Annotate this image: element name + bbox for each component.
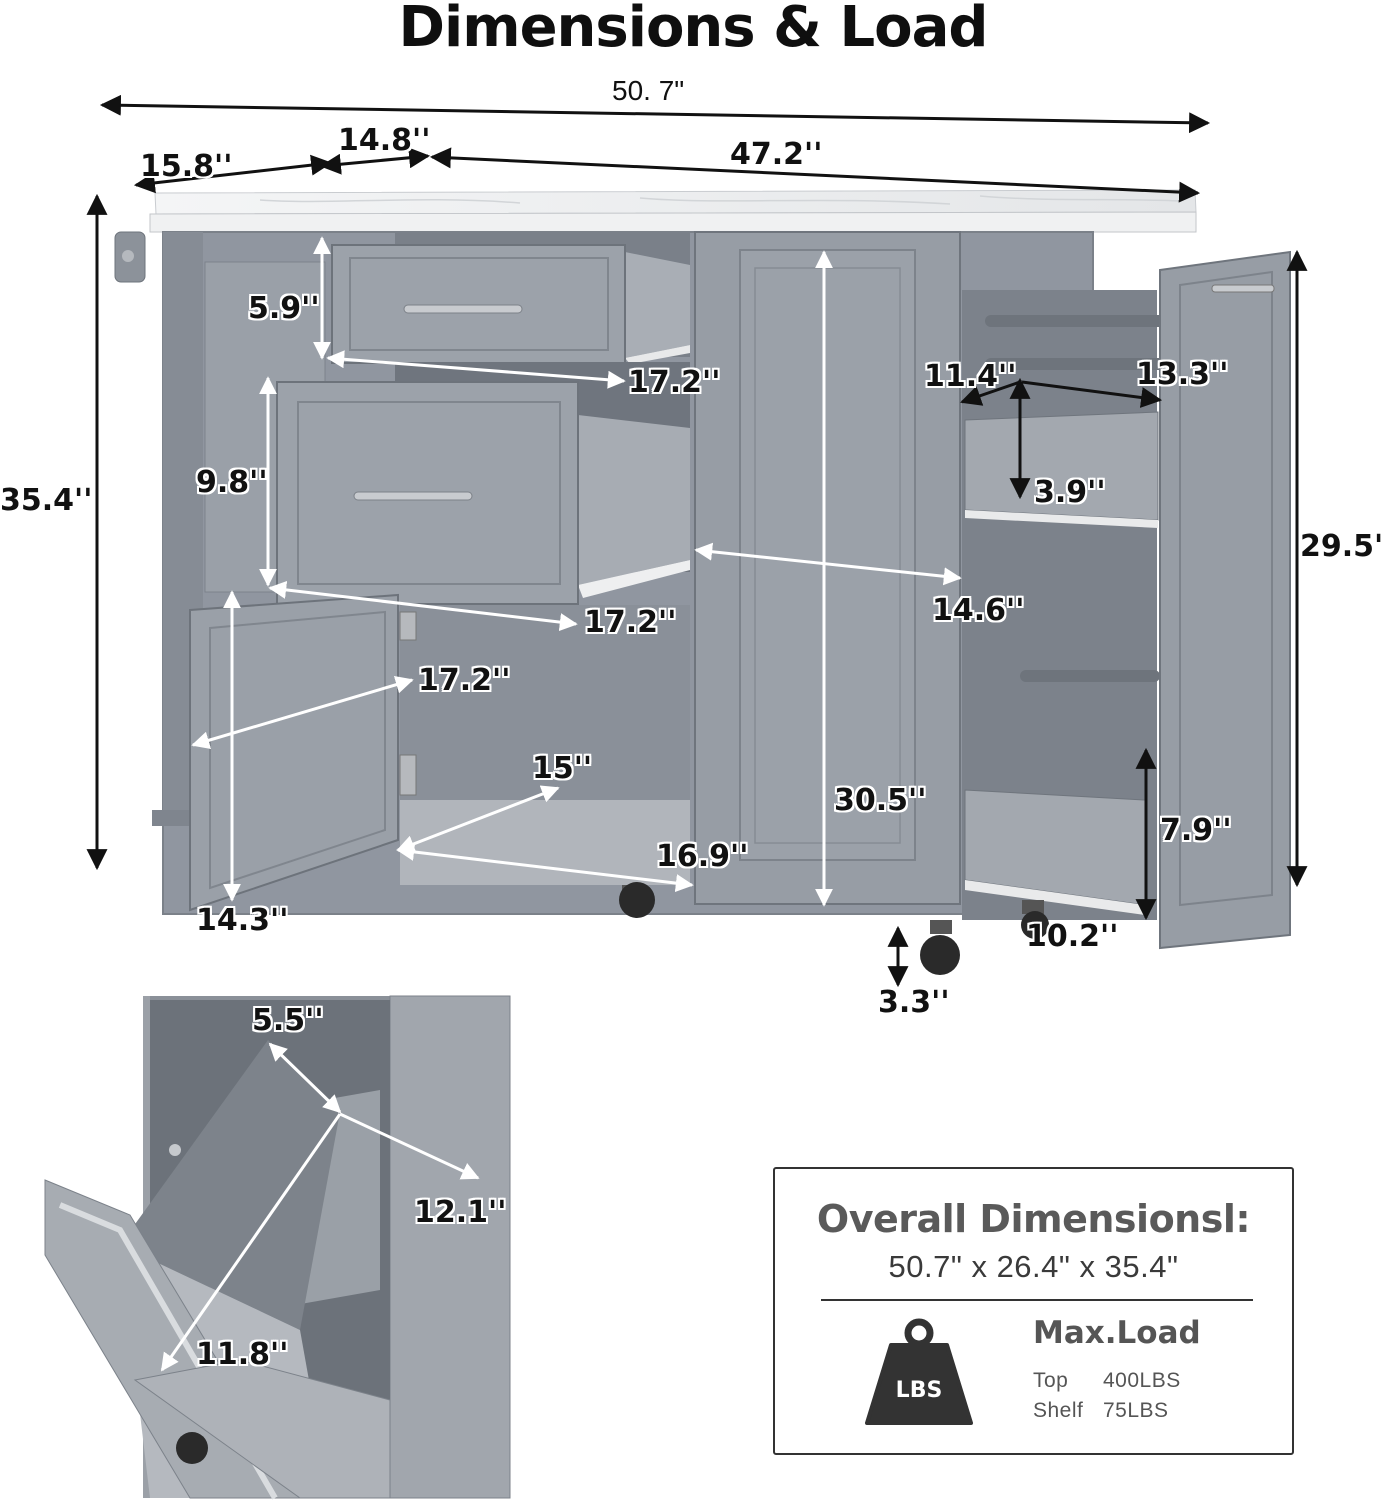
drawer-handle <box>403 304 523 314</box>
drawer-handle <box>353 491 473 501</box>
load-value: 400LBS <box>1103 1369 1181 1392</box>
dim-second-drawer-height: 9.8'' <box>196 465 268 500</box>
dim-top-drawer-height: 5.9'' <box>248 291 320 326</box>
dim-top-section-width: 14.8'' <box>338 123 431 158</box>
dim-spice-rack-width: 13.3'' <box>1136 357 1229 392</box>
dim-bin-depth: 5.5'' <box>252 1003 324 1038</box>
second-drawer <box>276 362 690 605</box>
dim-lower-rack-width: 10.2'' <box>1026 919 1119 954</box>
overall-dimensions-box: Overall Dimensionsl: 50.7" x 26.4" x 35.… <box>773 1167 1294 1455</box>
load-row-shelf: Shelf 75LBS <box>1033 1399 1169 1423</box>
dim-center-cabinet-height: 30.5'' <box>834 783 927 818</box>
divider <box>821 1299 1253 1301</box>
overall-dimensions-value: 50.7" x 26.4" x 35.4" <box>888 1249 1179 1284</box>
dim-cabinet-diagonal: 15'' <box>532 751 593 786</box>
side-panel <box>1159 250 1291 950</box>
dim-side-panel-height: 29.5'' <box>1300 529 1386 564</box>
dim-caster-height: 3.3'' <box>878 985 950 1020</box>
max-load-title: Max.Load <box>1033 1315 1201 1351</box>
top-drawer <box>331 232 690 364</box>
dim-top-drawer-depth: 17.2'' <box>628 365 721 400</box>
weight-icon-label: LBS <box>896 1378 943 1403</box>
dim-bin-height: 11.8'' <box>196 1337 289 1372</box>
dim-top-main-width: 47.2'' <box>730 137 823 172</box>
overall-dimensions-heading: Overall Dimensionsl: <box>816 1197 1251 1241</box>
pull-out-rack <box>962 250 1291 950</box>
dim-spice-rack-depth: 11.4'' <box>924 359 1017 394</box>
dim-spice-shelf-height: 3.9'' <box>1034 475 1106 510</box>
load-row-top: Top 400LBS <box>1033 1369 1181 1393</box>
page-title: Dimensions & Load <box>398 0 989 60</box>
dim-depth: 15.8'' <box>140 149 233 184</box>
side-handle <box>1211 284 1275 293</box>
inset-detail <box>44 995 511 1500</box>
weight-icon: LBS <box>865 1318 973 1425</box>
load-value: 75LBS <box>1103 1399 1169 1422</box>
dim-lower-rack-height: 7.9'' <box>1160 813 1232 848</box>
dim-second-drawer-depth: 17.2'' <box>584 605 677 640</box>
load-label: Shelf <box>1033 1399 1084 1422</box>
dim-total-height: 35.4'' <box>0 483 93 518</box>
dim-cabinet-floor-width: 16.9'' <box>656 839 749 874</box>
dim-door-height: 14.3'' <box>196 903 289 938</box>
load-label: Top <box>1033 1369 1069 1392</box>
dim-center-cabinet-depth: 14.6'' <box>932 593 1025 628</box>
dimension-lines <box>86 94 1308 988</box>
dim-cabinet-inner-depth: 17.2'' <box>418 663 511 698</box>
dim-bin-width: 12.1'' <box>414 1195 507 1230</box>
dim-overall-width: 50. 7" <box>612 75 685 106</box>
